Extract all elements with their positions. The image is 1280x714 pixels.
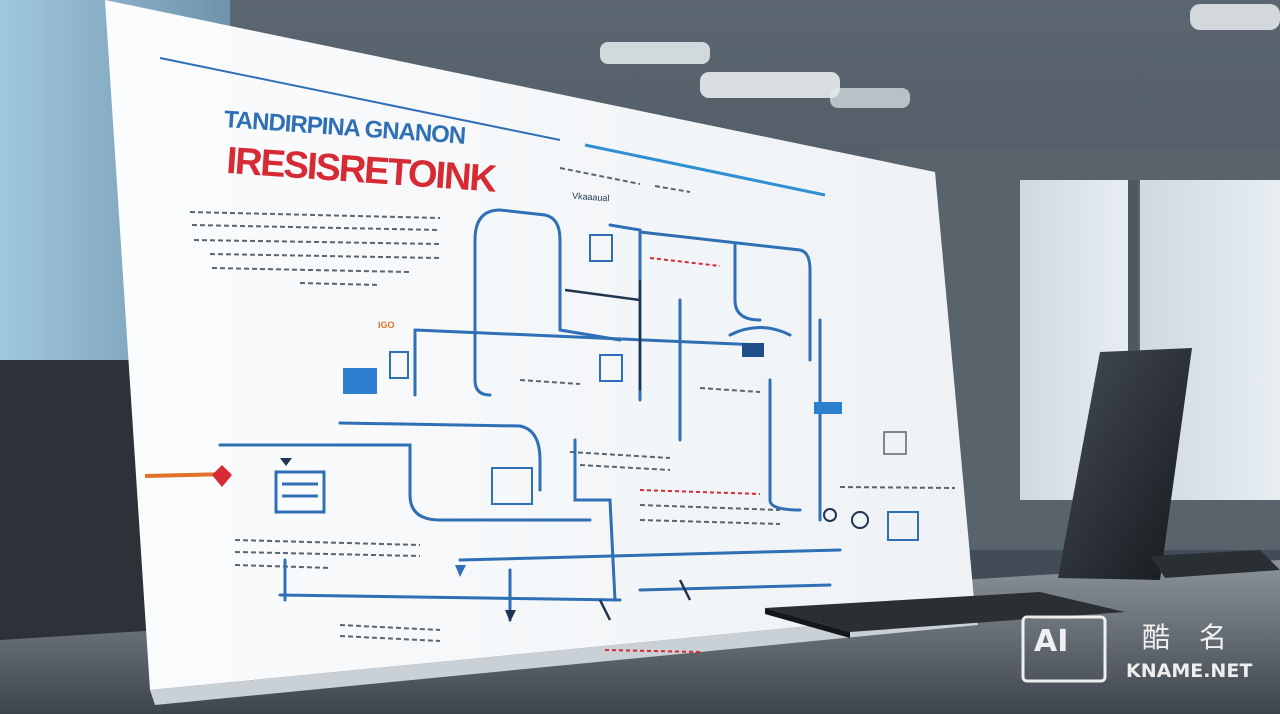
pump-unit — [343, 368, 377, 394]
watermark-cjk: 酷 名 — [1142, 621, 1237, 654]
watermark-badge — [1021, 615, 1107, 683]
office-chair — [0, 360, 150, 670]
valve-marker — [212, 465, 232, 487]
poster-label-icon: IGO — [378, 320, 395, 330]
watermark-site: KNAME.NET — [1126, 660, 1253, 682]
process-diagram-poster — [105, 0, 978, 705]
tank-unit — [274, 470, 326, 514]
ceiling-light — [600, 42, 710, 64]
watermark-badge-text: AI — [1034, 624, 1069, 659]
keyboard — [1150, 550, 1280, 578]
laptop — [765, 348, 1192, 638]
